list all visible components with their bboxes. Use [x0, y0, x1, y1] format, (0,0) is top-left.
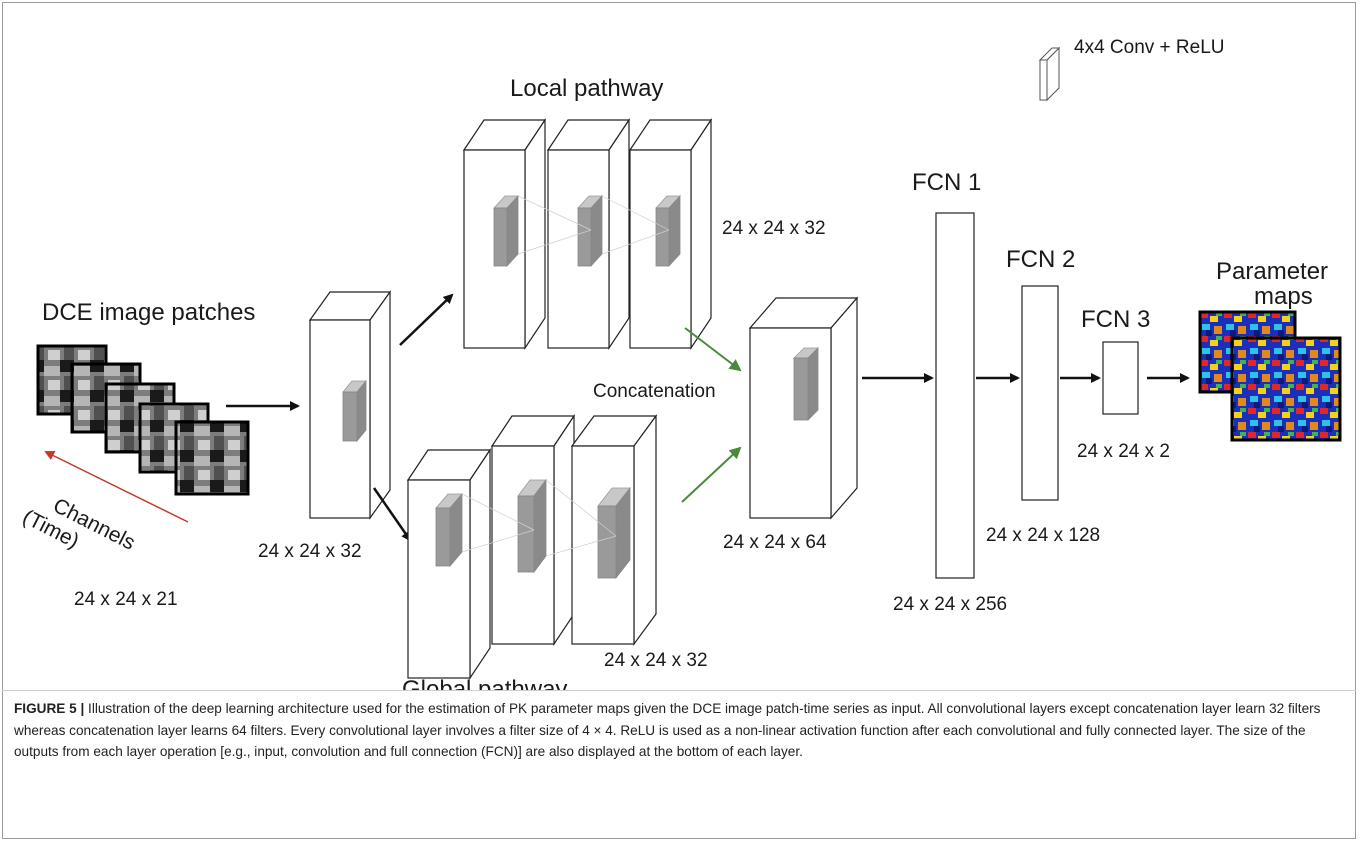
- local-pathway-title: Local pathway: [510, 75, 663, 102]
- fcn1-size-label: 24 x 24 x 256: [893, 594, 1007, 615]
- conv1-kernel: [342, 391, 358, 442]
- local-pathway-size-label: 24 x 24 x 32: [722, 218, 826, 239]
- fcn3-block: [1102, 341, 1139, 415]
- global-layer-2: [490, 414, 576, 646]
- input-image-stack: [36, 344, 250, 496]
- local-layer-3: [628, 118, 713, 350]
- fcn1-block: [935, 212, 975, 579]
- global-layer-3: [570, 414, 658, 646]
- global-pathway-title: Global pathway: [402, 676, 567, 690]
- conv1-size-label: 24 x 24 x 32: [258, 541, 362, 562]
- legend-label: 4x4 Conv + ReLU: [1074, 37, 1225, 58]
- fcn1-title: FCN 1: [912, 169, 981, 196]
- fcn3-title: FCN 3: [1081, 306, 1150, 333]
- arrow-to-local-pathway: [399, 293, 454, 346]
- arrow-to-global-pathway: [372, 487, 412, 542]
- input-slice-5: [174, 420, 250, 496]
- input-title: DCE image patches: [42, 299, 255, 326]
- output-title-line2: maps: [1254, 283, 1313, 310]
- arrow-global-to-concat: [681, 446, 742, 503]
- local-layer-2: [546, 118, 631, 350]
- global-pathway-blocks: [406, 414, 658, 680]
- local-layer-1: [462, 118, 547, 350]
- time-axis-arrow: [44, 451, 189, 523]
- local-pathway-blocks: [462, 118, 713, 350]
- legend-conv-block-icon: [1038, 46, 1061, 102]
- local-connection-lines: [517, 195, 670, 255]
- global-pathway-size-label: 24 x 24 x 32: [604, 650, 708, 671]
- figure-caption: FIGURE 5 | Illustration of the deep lear…: [14, 698, 1344, 763]
- conv1-kernel-side: [356, 379, 367, 443]
- concat-size-label: 24 x 24 x 64: [723, 532, 827, 553]
- arrow-local-to-concat: [684, 327, 742, 372]
- output-title-line1: Parameter: [1216, 258, 1328, 285]
- fcn2-size-label: 24 x 24 x 128: [986, 525, 1100, 546]
- global-connection-lines: [461, 479, 617, 557]
- global-layer-1: [406, 448, 492, 680]
- fcn2-title: FCN 2: [1006, 246, 1075, 273]
- fcn2-block: [1021, 285, 1059, 501]
- legend: 4x4 Conv + ReLU: [1038, 37, 1225, 102]
- concat-block: [748, 296, 859, 520]
- parameter-map-2: [1230, 336, 1342, 442]
- architecture-diagram: 4x4 Conv + ReLU DCE image patches 24 x 2…: [19, 37, 1342, 690]
- fcn3-size-label: 24 x 24 x 2: [1077, 441, 1170, 462]
- caption-figure-label: FIGURE 5 |: [14, 701, 85, 716]
- conv1-block: [308, 290, 392, 520]
- concat-title: Concatenation: [593, 381, 716, 402]
- parameter-maps: [1198, 310, 1342, 442]
- caption-divider: [2, 690, 1356, 691]
- caption-text: Illustration of the deep learning archit…: [14, 701, 1321, 759]
- input-size-label: 24 x 24 x 21: [74, 589, 178, 610]
- channels-label: Channels (Time): [19, 484, 144, 579]
- concat-kernel: [793, 357, 809, 421]
